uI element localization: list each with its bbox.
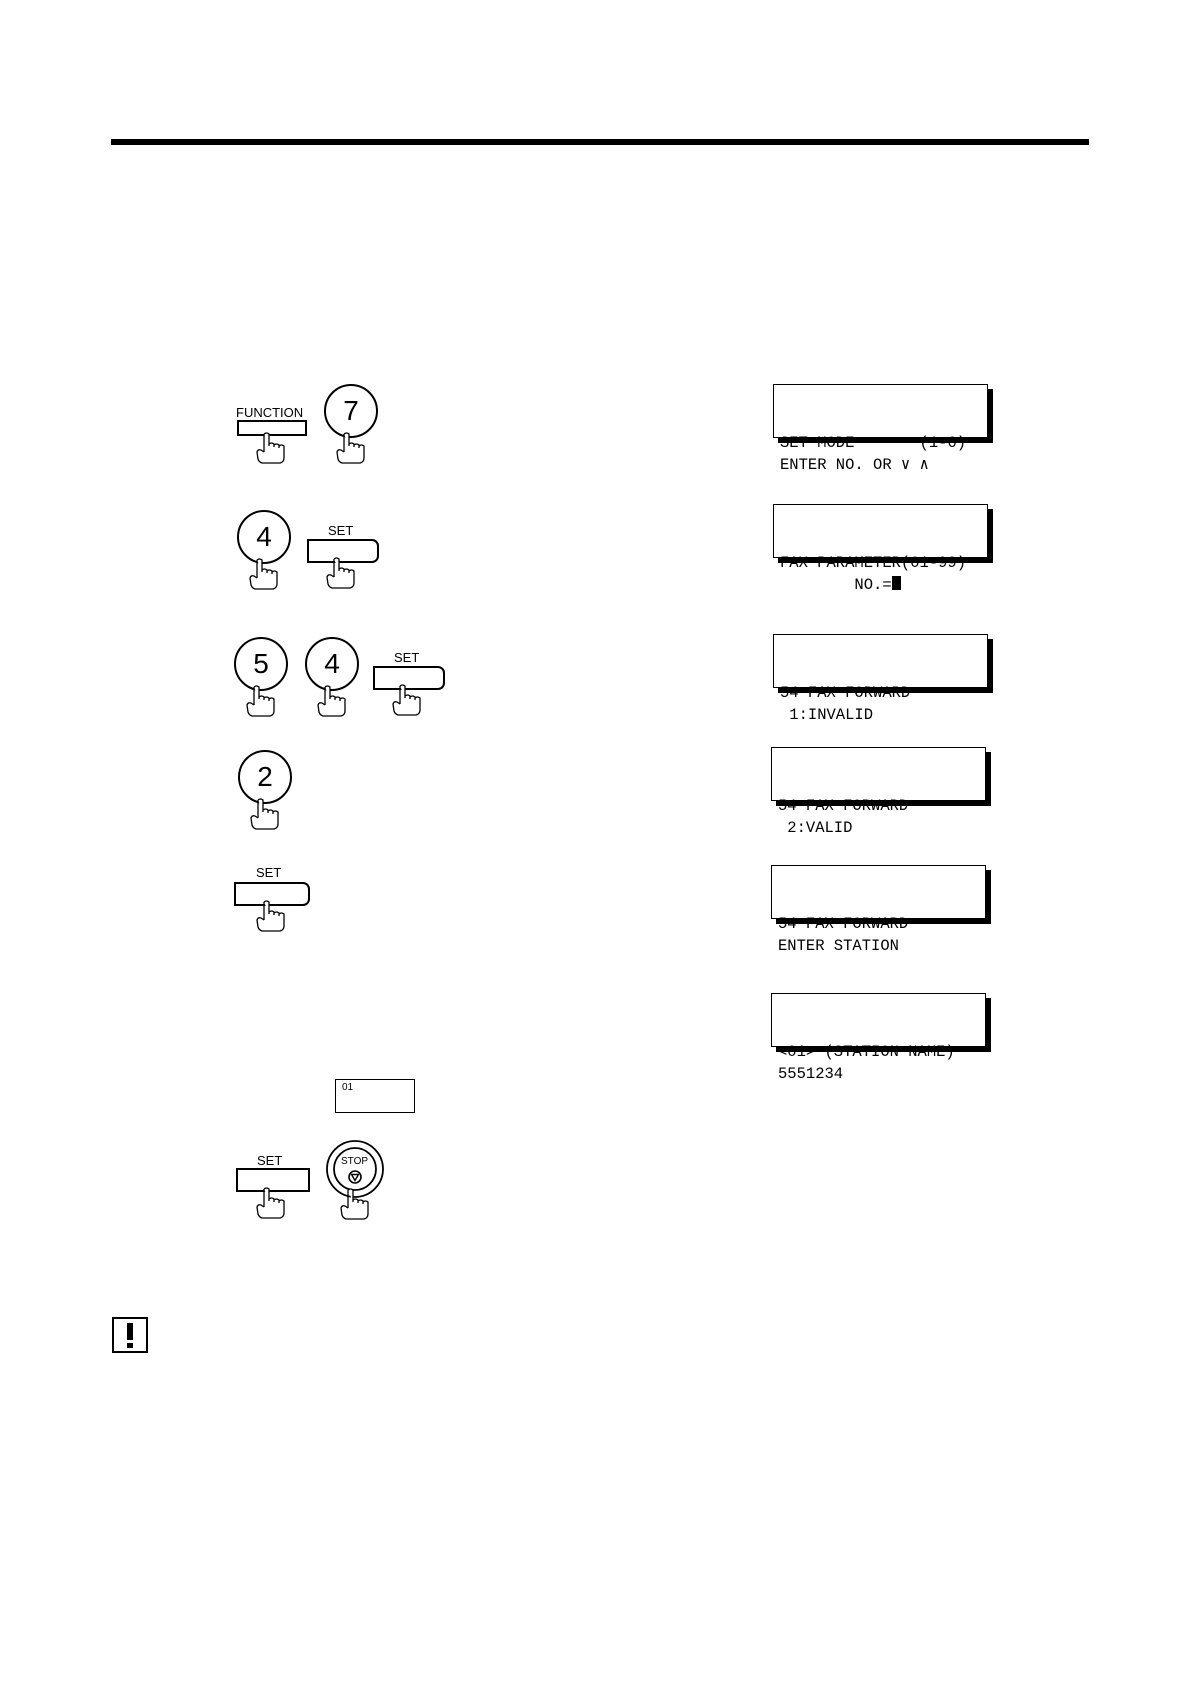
- lcd-step-4: 54 FAX FORWARD 2:VALID: [771, 747, 986, 837]
- pointing-hand-icon: [248, 798, 282, 832]
- set-key-label: SET: [257, 1153, 283, 1168]
- cursor-block: [891, 576, 901, 590]
- lcd-step-6: <01> (STATION NAME)5551234: [771, 993, 986, 1083]
- lcd-step-3: 54 FAX FORWARD 1:INVALID: [773, 634, 988, 724]
- key-7[interactable]: 7: [324, 384, 378, 438]
- pointing-hand-icon: [247, 558, 281, 592]
- stop-icon: [326, 1140, 384, 1198]
- pointing-hand-icon: [390, 684, 424, 718]
- pointing-hand-icon: [324, 557, 358, 591]
- set-key[interactable]: [373, 666, 445, 690]
- pointing-hand-icon: [254, 432, 288, 466]
- pointing-hand-icon: [315, 685, 349, 719]
- pointing-hand-icon: [338, 1188, 372, 1222]
- function-key[interactable]: [237, 420, 307, 436]
- pointing-hand-icon: [244, 685, 278, 719]
- key-4[interactable]: 4: [237, 510, 291, 564]
- set-key[interactable]: [236, 1168, 310, 1192]
- set-key[interactable]: [307, 539, 379, 563]
- pointing-hand-icon: [254, 1187, 288, 1221]
- lcd-step-2: FAX PARAMETER(01-99) NO.=: [773, 504, 988, 594]
- key-4[interactable]: 4: [305, 637, 359, 691]
- pointing-hand-icon: [254, 900, 288, 934]
- key-5[interactable]: 5: [234, 637, 288, 691]
- set-key-label: SET: [256, 865, 282, 880]
- set-key-label: SET: [328, 523, 354, 538]
- one-touch-key-01[interactable]: 01: [335, 1079, 415, 1113]
- lcd-step-1: SET MODE (1-6)ENTER NO. OR ∨ ∧: [773, 384, 988, 474]
- set-key-label: SET: [394, 650, 420, 665]
- stop-key-label: STOP: [341, 1156, 369, 1167]
- exclamation-note-icon: [112, 1317, 148, 1353]
- top-rule: [111, 139, 1089, 145]
- key-2[interactable]: 2: [238, 750, 292, 804]
- stop-key[interactable]: STOP: [325, 1139, 385, 1199]
- pointing-hand-icon: [334, 432, 368, 466]
- function-key-label: FUNCTION: [236, 405, 304, 420]
- set-key[interactable]: [234, 882, 310, 906]
